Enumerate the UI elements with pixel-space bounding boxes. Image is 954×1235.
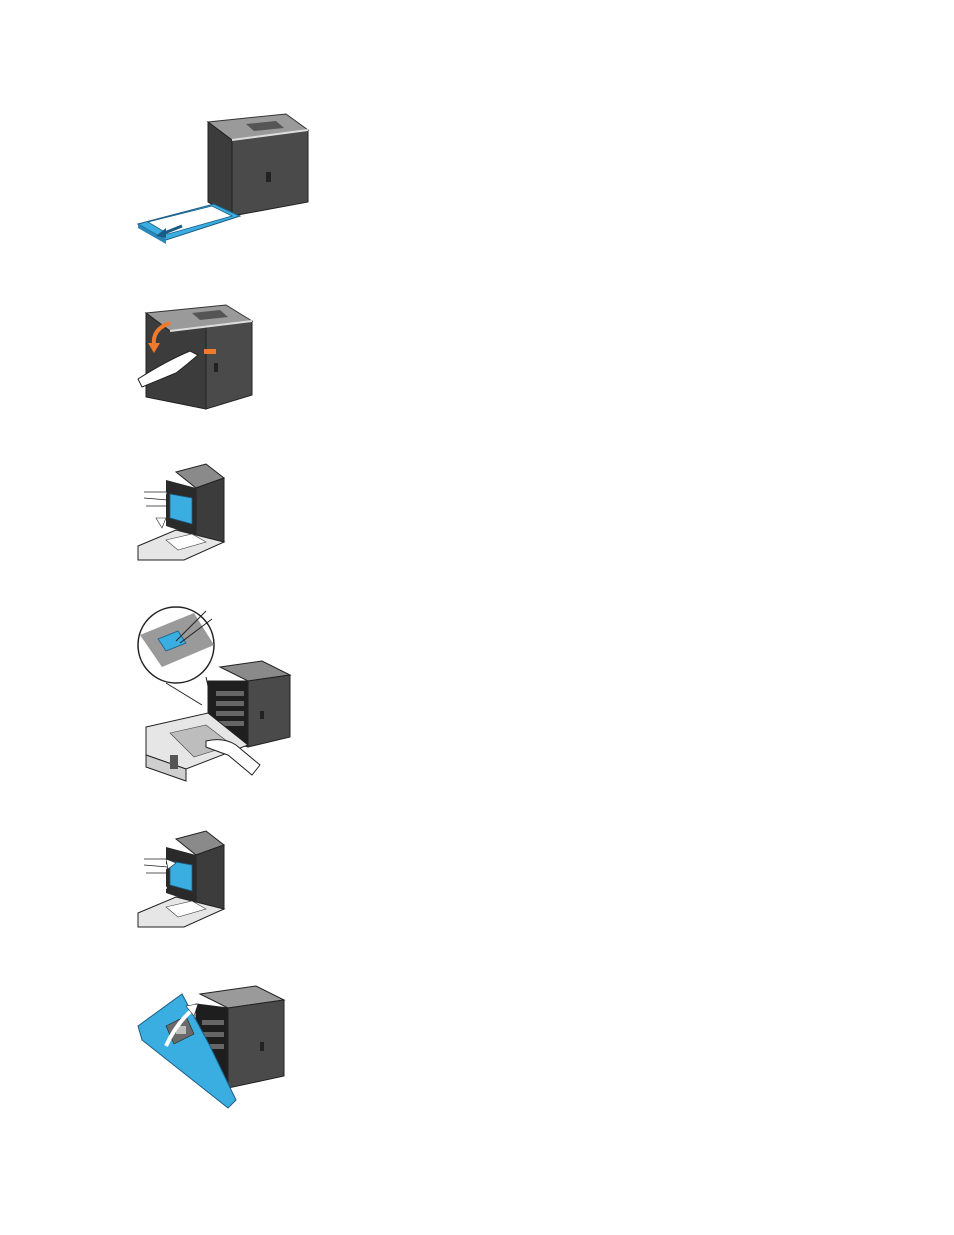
figure-remove-tray — [136, 112, 311, 244]
figure-lower-transfer-belt — [136, 829, 226, 927]
printer-tray-illustration — [136, 112, 311, 244]
transfer-belt-lift-illustration — [136, 462, 226, 560]
printer-close-cover-illustration — [136, 980, 286, 1110]
printer-front-cover-illustration — [136, 301, 254, 415]
figure-lift-transfer-belt — [136, 462, 226, 560]
sensor-cleaning-illustration — [136, 605, 293, 783]
figure-clean-sensor — [136, 605, 293, 783]
figure-open-front-cover — [136, 301, 254, 415]
figure-close-front-cover — [136, 980, 286, 1110]
transfer-belt-lower-illustration — [136, 829, 226, 927]
